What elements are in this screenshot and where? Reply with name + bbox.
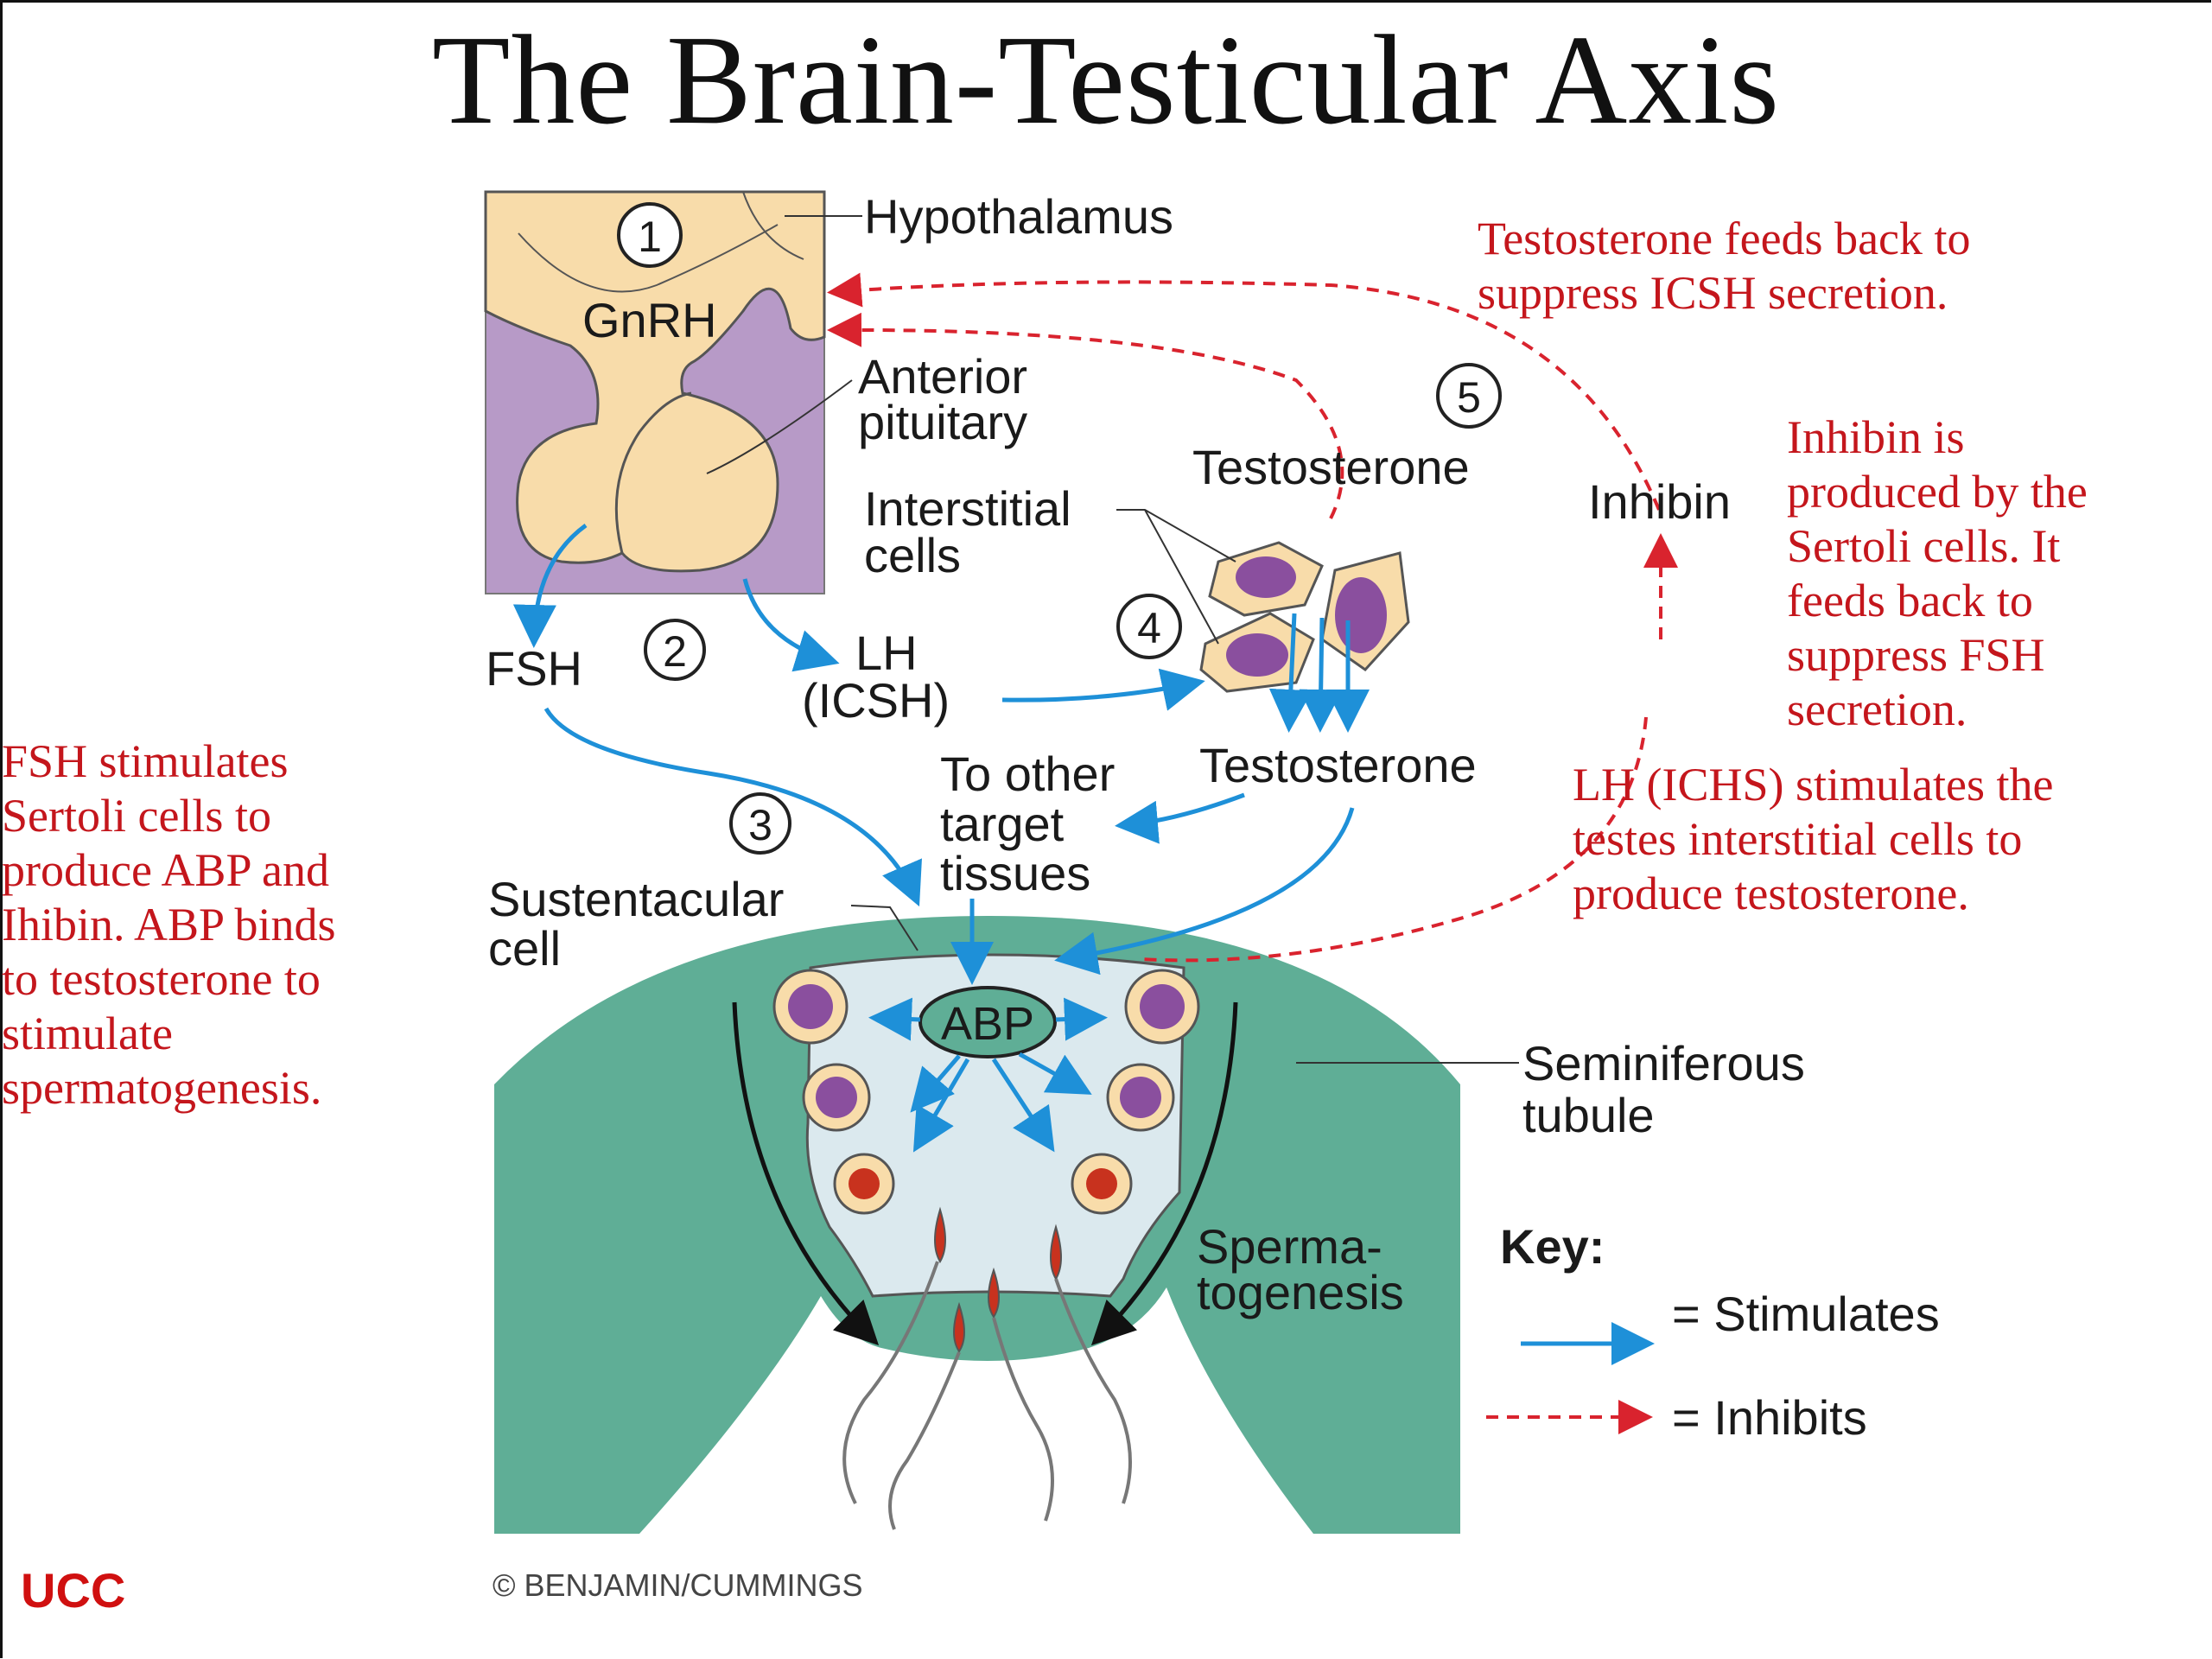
abp-label: ABP: [941, 998, 1034, 1050]
note-line: Testosterone feeds back to: [1478, 213, 1971, 264]
interstitial-label-2: cells: [864, 528, 961, 582]
sustentacular-label-2: cell: [488, 921, 561, 976]
note-line: to testosterone to: [2, 953, 321, 1005]
abp-protein: ABP: [918, 986, 1057, 1058]
testosterone-mid-label: Testosterone: [1199, 738, 1477, 792]
note-line: LH (ICHS) stimulates the: [1573, 759, 2054, 810]
anterior-pituitary-label-1: Anterior: [858, 349, 1027, 404]
note-line: secretion.: [1787, 683, 1967, 735]
note-line: Inhibin is: [1787, 411, 1965, 463]
note-line: produced by the: [1787, 466, 2088, 518]
hypothalamus-label: Hypothalamus: [864, 189, 1173, 244]
interstitial-label-1: Interstitial: [864, 481, 1071, 536]
step-4: 4: [1137, 604, 1161, 652]
other-targets-label-3: tissues: [940, 846, 1090, 900]
lh-label-1: LH: [855, 626, 918, 680]
step-1: 1: [638, 213, 662, 261]
other-targets-label-2: target: [940, 797, 1065, 851]
note-line: Sertoli cells to: [2, 790, 271, 842]
testosterone-feedback-note: Testosterone feeds back to suppress ICSH…: [1478, 212, 1971, 321]
seminiferous-label-1: Seminiferous: [1522, 1036, 1805, 1090]
germ-cells: [772, 969, 1200, 1530]
key-inhibits: = Inhibits: [1672, 1390, 1867, 1445]
legend-key: Key: = Stimulates = Inhibits: [1500, 1219, 1940, 1445]
note-line: testes interstitial cells to: [1573, 813, 2023, 865]
inhibin-label: Inhibin: [1588, 474, 1731, 529]
interstitial-cell-cluster: [1199, 541, 1410, 693]
step-markers: 1 2 3 4 5: [617, 202, 1502, 855]
step-5: 5: [1457, 373, 1481, 422]
note-line: FSH stimulates: [2, 735, 289, 787]
fsh-label: FSH: [486, 641, 582, 696]
note-line: stimulate: [2, 1007, 173, 1059]
seminiferous-label-2: tubule: [1522, 1088, 1655, 1142]
inhibin-note: Inhibin is produced by the Sertoli cells…: [1787, 410, 2088, 737]
pointer-lines: [706, 215, 1519, 1064]
fsh-note: FSH stimulates Sertoli cells to produce …: [2, 734, 336, 1116]
step-3: 3: [748, 801, 772, 849]
sustentacular-label-1: Sustentacular: [488, 872, 784, 926]
key-heading: Key:: [1500, 1219, 1605, 1274]
spermatogenesis-label-1: Sperma-: [1197, 1219, 1382, 1274]
note-line: feeds back to: [1787, 575, 2033, 626]
slide-title: The Brain-Testicular Axis: [432, 10, 1780, 151]
note-line: spermatogenesis.: [2, 1062, 322, 1114]
lh-note: LH (ICHS) stimulates the testes intersti…: [1573, 758, 2053, 921]
image-credit: © BENJAMIN/CUMMINGS: [493, 1567, 863, 1603]
brain-panel: [484, 190, 826, 594]
note-line: Ihibin. ABP binds: [2, 899, 336, 950]
note-line: suppress ICSH secretion.: [1478, 267, 1948, 319]
note-line: produce testosterone.: [1573, 868, 1969, 919]
note-line: produce ABP and: [2, 844, 329, 896]
anterior-pituitary-label-2: pituitary: [858, 395, 1027, 449]
testosterone-top-label: Testosterone: [1192, 440, 1470, 494]
ucc-watermark: UCC: [21, 1563, 126, 1618]
key-stimulates: = Stimulates: [1672, 1287, 1940, 1341]
diagram-labels: Hypothalamus GnRH Anterior pituitary Tes…: [486, 189, 1805, 1319]
other-targets-label-1: To other: [940, 747, 1115, 801]
gnrh-label: GnRH: [582, 293, 717, 347]
lh-label-2: (ICSH): [802, 673, 950, 728]
step-2: 2: [663, 627, 687, 676]
inhibit-arrows: [827, 272, 1678, 1434]
note-line: suppress FSH: [1787, 629, 2045, 681]
spermatogenesis-label-2: togenesis: [1197, 1265, 1404, 1319]
note-line: Sertoli cells. It: [1787, 520, 2061, 572]
stimulate-arrows: [512, 523, 1655, 1365]
